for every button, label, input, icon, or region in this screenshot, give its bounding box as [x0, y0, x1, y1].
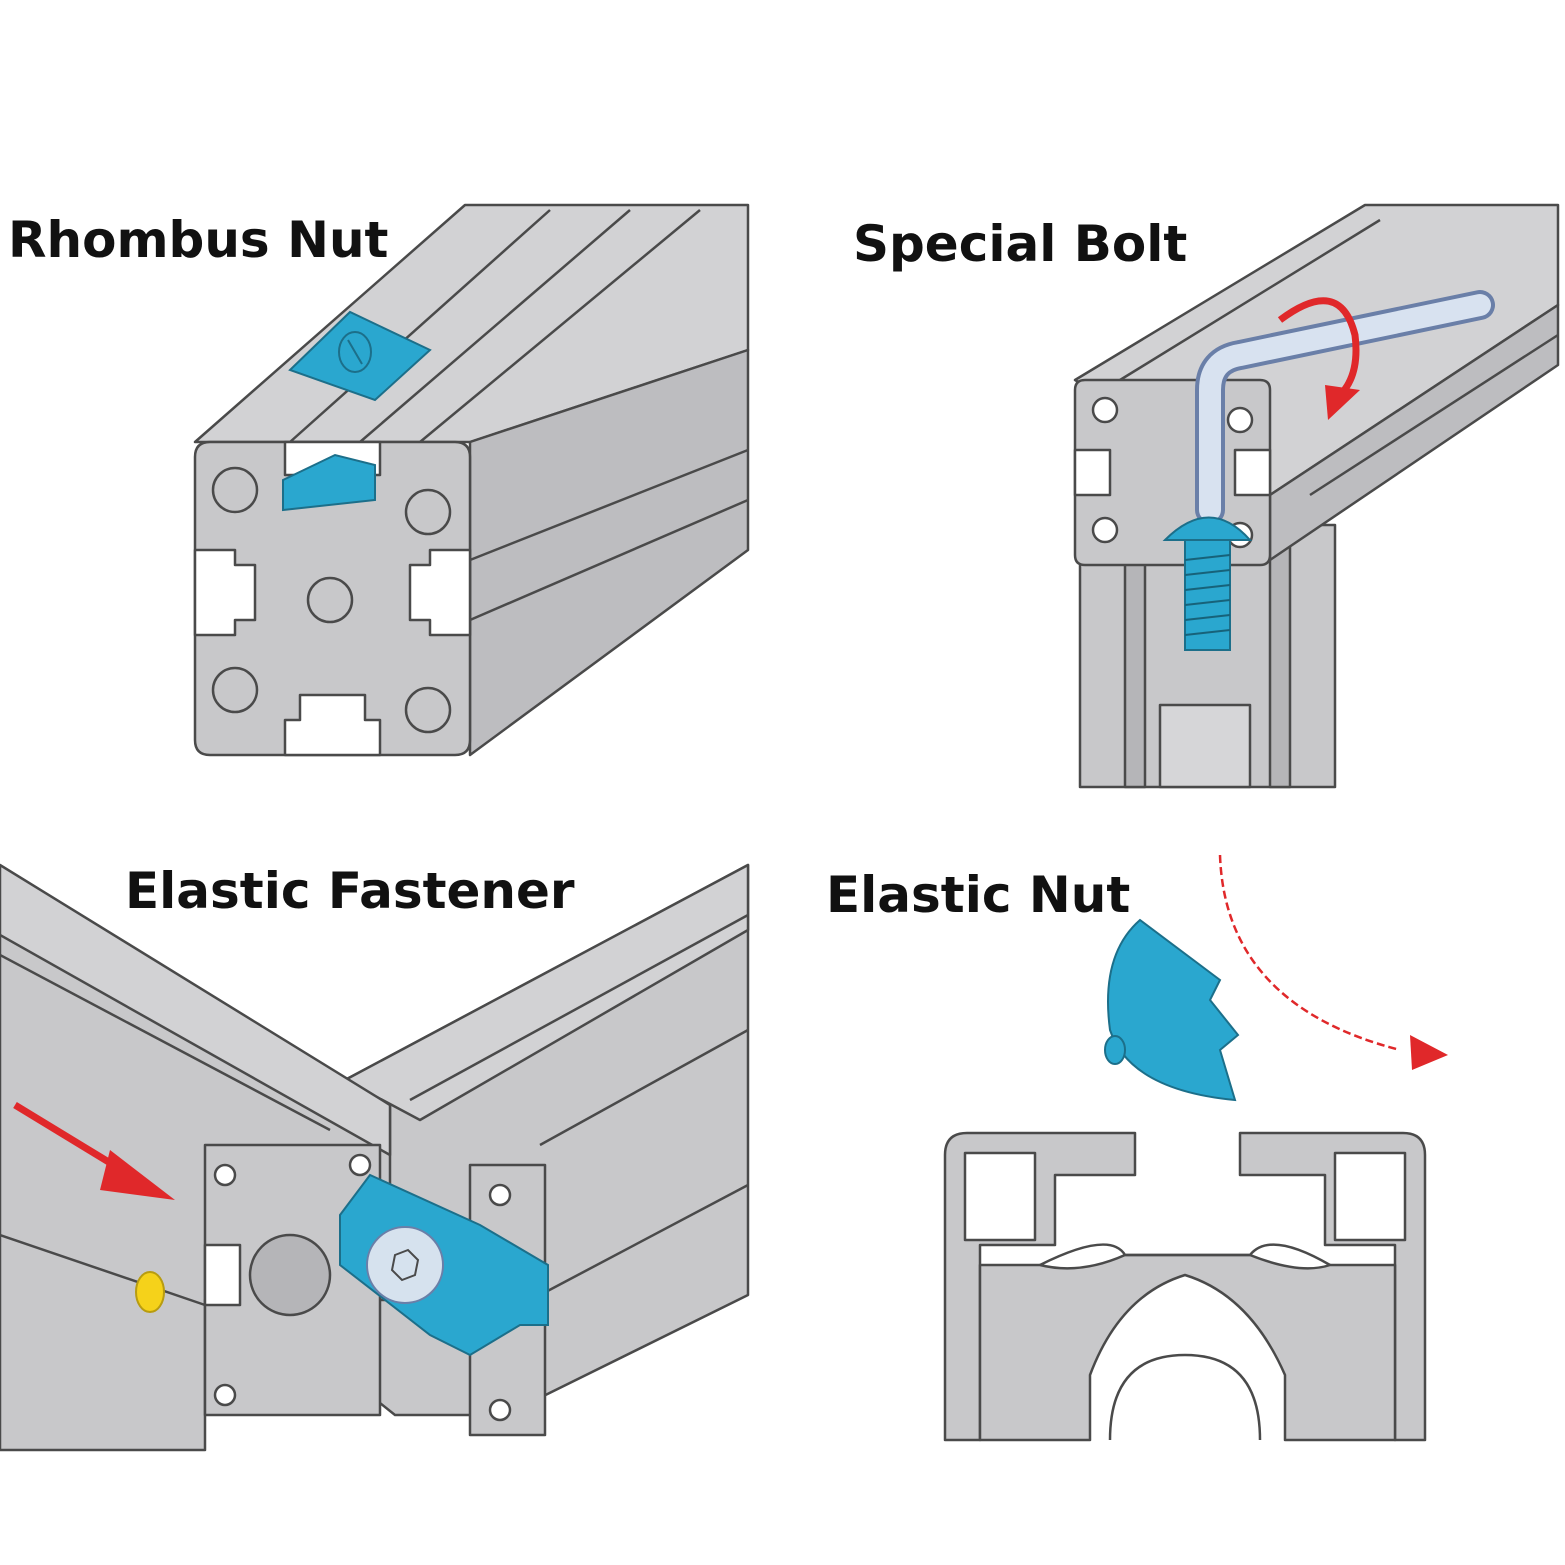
elastic-fastener-illustration — [0, 863, 750, 1452]
special-bolt-panel — [780, 195, 1565, 795]
special-bolt-icon — [1162, 516, 1253, 651]
rhombus-nut-illustration — [193, 203, 750, 757]
special-bolt-illustration — [1073, 203, 1560, 789]
direction-arrow-icon — [13, 1102, 175, 1200]
elastic-fastener-panel — [0, 855, 760, 1455]
rhombus-nut-label: Rhombus Nut — [8, 211, 389, 269]
rhombus-nut-panel — [0, 200, 760, 780]
direction-arrow-icon — [1277, 297, 1360, 420]
elastic-nut-illustration — [943, 855, 1448, 1442]
elastic-nut-icon — [1104, 918, 1240, 1102]
elastic-nut-panel — [780, 855, 1565, 1455]
special-bolt-label: Special Bolt — [853, 215, 1188, 273]
marker-dot — [135, 1271, 165, 1313]
elastic-fastener-icon — [339, 1173, 549, 1357]
elastic-nut-label: Elastic Nut — [826, 866, 1131, 924]
rotation-arrow-icon — [1218, 855, 1448, 1070]
hex-key-icon — [1195, 290, 1495, 525]
elastic-fastener-label: Elastic Fastener — [125, 862, 575, 920]
rhombus-nut-icon — [282, 310, 432, 512]
